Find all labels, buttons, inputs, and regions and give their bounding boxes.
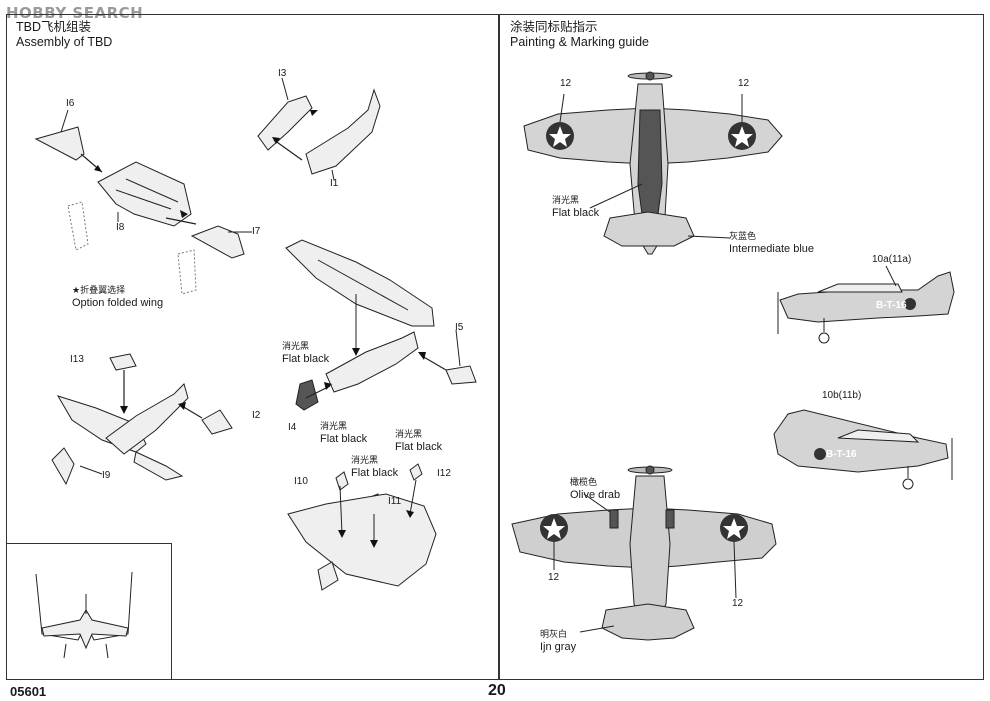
bottom-decal-right: 12 [732,598,744,609]
bottom-olive-en: Olive drab [570,489,621,501]
callout-flat-black-4-en: Flat black [351,467,399,479]
folded-wing-option-outline [67,201,197,295]
label-i3: I3 [278,68,287,79]
top-flat-black-cn: 消光黑 [552,196,580,206]
label-i12: I12 [437,468,451,479]
fuselage-assembly-drawing [295,329,477,411]
top-decal-right: 12 [738,78,750,89]
side-view-1-plane-drawing: B-T-16 [777,265,955,344]
callout-flat-black-3-en: Flat black [395,441,443,453]
bottom-gray-cn: 明灰白 [540,630,568,640]
bottom-view-plane-drawing [511,465,777,641]
option-label-cn: ★折叠翼选择 [72,286,126,296]
watermark-logo: HOBBY SEARCH [6,4,143,22]
callout-flat-black-3-cn: 消光黑 [395,430,423,440]
antenna-parts-drawing [287,463,437,591]
label-i6: I6 [66,98,75,109]
callout-flat-black-2-en: Flat black [320,433,368,445]
bottom-olive-cn: 橄榄色 [570,478,598,488]
watermark-text: HOBBY SEARCH [6,4,144,22]
label-i4: I4 [288,422,297,433]
label-i13: I13 [70,354,84,365]
top-blue-cn: 灰蓝色 [729,232,757,242]
side-1-code-text: B-T-16 [876,300,907,311]
callout-flat-black-2-cn: 消光黑 [320,422,348,432]
label-i11: I11 [388,496,402,507]
label-i2: I2 [252,410,261,421]
callout-flat-black-1-cn: 消光黑 [282,342,310,352]
front-view-inset [6,543,172,680]
label-i8: I8 [116,222,125,233]
label-i7: I7 [252,226,261,237]
top-blue-en: Intermediate blue [729,243,814,255]
painting-title-en: Painting & Marking guide [510,35,649,49]
side-1-decal: 10a(11a) [872,254,912,265]
assembled-plane-drawing [51,353,233,486]
top-flat-black-en: Flat black [552,207,600,219]
side-2-decal: 10b(11b) [822,390,862,401]
assembly-diagram [34,77,477,659]
part-i7-drawing [190,225,252,259]
top-view-plane-drawing [523,71,783,255]
bottom-decal-left: 12 [548,572,560,583]
part-i3-i1-drawing [257,77,381,181]
callout-flat-black-4-cn: 消光黑 [351,456,379,466]
label-i5: I5 [455,322,464,333]
label-i9: I9 [102,470,111,481]
part-i6-drawing [34,109,103,173]
label-i10: I10 [294,476,308,487]
painting-diagram: B-T-16 B-T-16 [511,71,955,641]
wing-assembly-drawing [285,239,435,356]
side-2-code-text: B-T-16 [826,449,857,460]
option-label-en: Option folded wing [72,297,164,309]
top-decal-left: 12 [560,78,572,89]
front-view-plane-drawing [35,571,133,659]
label-i1: I1 [330,178,339,189]
bottom-gray-en: Ijn gray [540,641,577,653]
product-code: 05601 [10,684,47,699]
page-number: 20 [488,682,506,699]
assembly-panel [6,14,500,680]
callout-flat-black-1-en: Flat black [282,353,330,365]
assembly-title-cn: TBD飞机组装 [16,20,92,34]
side-view-2-plane-drawing: B-T-16 [773,409,953,490]
assembly-title-en: Assembly of TBD [16,35,113,49]
part-i8-drawing [97,161,197,227]
painting-panel [498,14,984,680]
painting-title-cn: 涂装同标贴指示 [510,20,598,34]
